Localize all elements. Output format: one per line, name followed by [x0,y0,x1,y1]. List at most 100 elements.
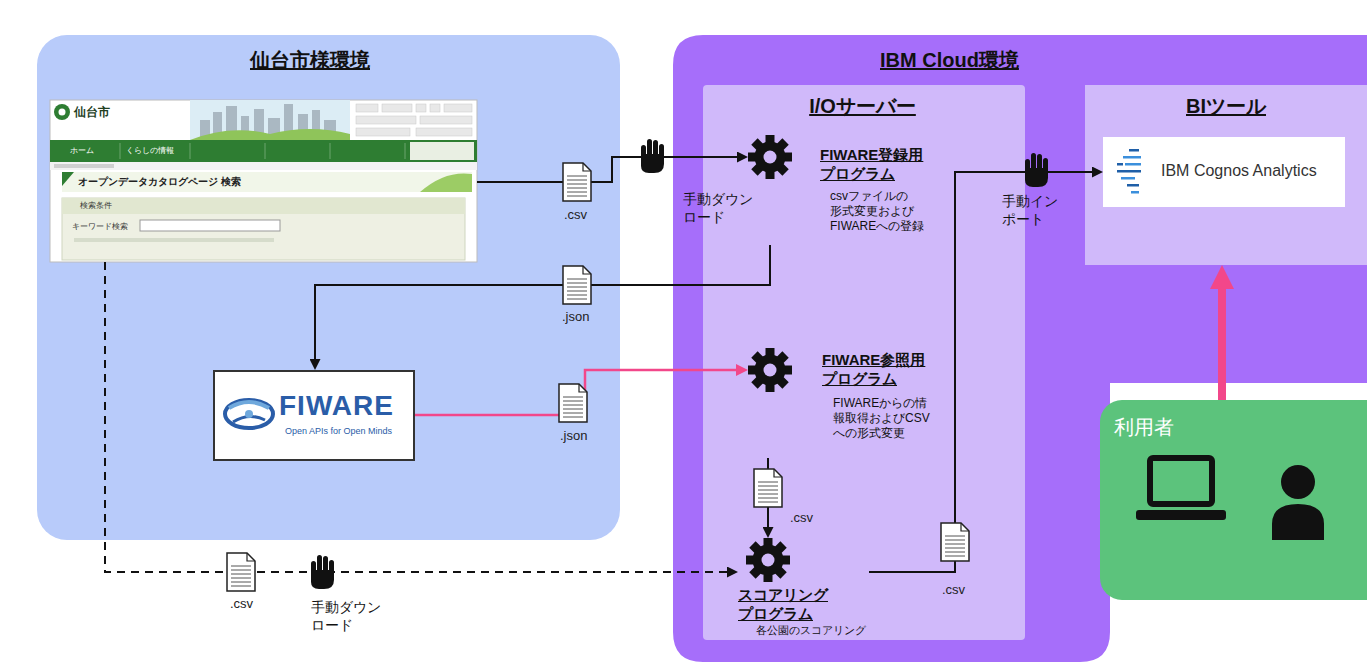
shape-part [1127,184,1139,187]
program-title: スコアリング プログラム [738,585,838,623]
text-slot: FIWAREからの情 報取得およびCSV への形式変更 [833,396,941,441]
page-title: オープンデータカタログページ 検索 [78,175,241,189]
shape-part [62,172,74,186]
user-title: 利用者 [1114,414,1174,441]
shape-part [225,400,273,428]
text-slot: FIWARE登録用 プログラム [820,145,932,183]
shape-part [265,143,266,159]
file-icon [754,469,782,507]
nav-item: くらしの情報 [126,145,174,156]
text-slot: I/Oサーバー [703,93,1022,120]
text-slot: 手動ダウン ロード [683,190,759,226]
product-name: IBM Cognos Analytics [1161,162,1317,180]
text-slot: スコアリング プログラム [738,585,838,623]
text-slot: .csv [790,510,813,525]
program-title: FIWARE参照用 プログラム [822,350,934,388]
gear-body [753,545,784,576]
shape-part [62,198,465,214]
panel-title: BIツール [1085,93,1367,120]
file-icon [559,384,587,422]
shape-part [1117,170,1141,173]
shape-part [190,100,350,140]
shape-part [416,128,472,136]
shape-part [1129,149,1139,152]
file-type-label: .json [562,309,589,324]
text-slot: .csv [942,582,965,597]
shape-part [62,172,472,192]
shape-part [430,104,440,112]
text-slot: .json [560,428,587,443]
fiware-box: FIWAREOpen APIs for Open Minds [213,370,415,461]
connector [1218,289,1226,400]
text-slot: IBM Cognos Analytics [1161,162,1317,180]
shape-part [50,100,477,262]
text-slot: 利用者 [1114,414,1174,441]
shape-part [50,162,477,170]
shape-part [59,109,66,116]
server-panel: I/Oサーバー FIWARE登録用 プログラム csvファイルの 形式変更および F… [703,85,1025,640]
gear-body [755,355,786,386]
program-note: FIWAREからの情 報取得およびCSV への形式変更 [833,396,941,441]
text-slot: 仙台市様環境 [250,47,370,74]
environment-region: 仙台市様環境仙台市ホームくらしの情報オープンデータカタログページ 検索検索条件キ… [37,35,620,540]
text-slot: FIWARE [279,390,394,422]
hand-icon [311,555,334,589]
text-slot: .csv [230,596,253,611]
shape-part [1123,156,1141,159]
shape-part [190,143,191,159]
gear-hole [764,364,777,377]
gear-hole [764,151,777,164]
shape-part [229,402,269,408]
manual-step-label: 手動ダウン ロード [311,598,387,634]
file-icon [563,163,591,201]
hand-icon [641,139,664,173]
shape-part [1131,191,1139,194]
program-title: FIWARE登録用 プログラム [820,145,932,183]
shape-part [420,116,472,124]
connector [105,262,727,572]
hand-icon [1025,153,1048,187]
bi-panel: BIツール IBM Cognos Analytics [1085,85,1367,265]
text-slot: 検索条件 [80,200,112,211]
text-slot: ホーム [70,145,94,156]
shape-part [382,104,412,112]
shape-part [245,410,253,418]
text-slot: .json [562,309,589,324]
text-slot: BIツール [1085,93,1367,120]
shape-part [420,173,472,192]
panel-title: I/Oサーバー [703,93,1022,120]
shape-part [140,220,280,231]
text-slot: オープンデータカタログページ 検索 [78,175,241,189]
shape-part [120,143,121,159]
shape-part [356,104,378,112]
text-slot: IBM Cloud環境 [880,47,1019,74]
text-slot: FIWARE参照用 プログラム [822,350,934,388]
program-note: 各公園のスコアリング [756,623,866,637]
program-node: スコアリング プログラム各公園のスコアリング [738,538,869,639]
text-slot: .csv [564,207,587,222]
field-label: キーワード検索 [72,221,128,232]
shape-part [410,142,474,160]
shape-part [405,143,406,159]
shape-part [1121,177,1135,180]
shape-part [444,104,472,112]
website-screenshot: 仙台市ホームくらしの情報オープンデータカタログページ 検索検索条件キーワード検索 [50,100,477,262]
laptop-icon [1150,458,1212,504]
region-title: IBM Cloud環境 [880,47,1019,74]
file-type-label: .csv [564,207,587,222]
shape-part [330,143,331,159]
connector [315,245,770,359]
file-icon [563,266,591,304]
file-type-label: .csv [230,596,253,611]
product-box: IBM Cognos Analytics [1103,137,1345,207]
file-icon [941,523,969,561]
text-slot: csvファイルの 形式変更および FIWAREへの登録 [830,189,940,234]
user-box: 利用者 [1100,400,1367,600]
person-icon [1281,465,1315,499]
person-icon [1272,504,1324,540]
text-slot: くらしの情報 [126,145,174,156]
